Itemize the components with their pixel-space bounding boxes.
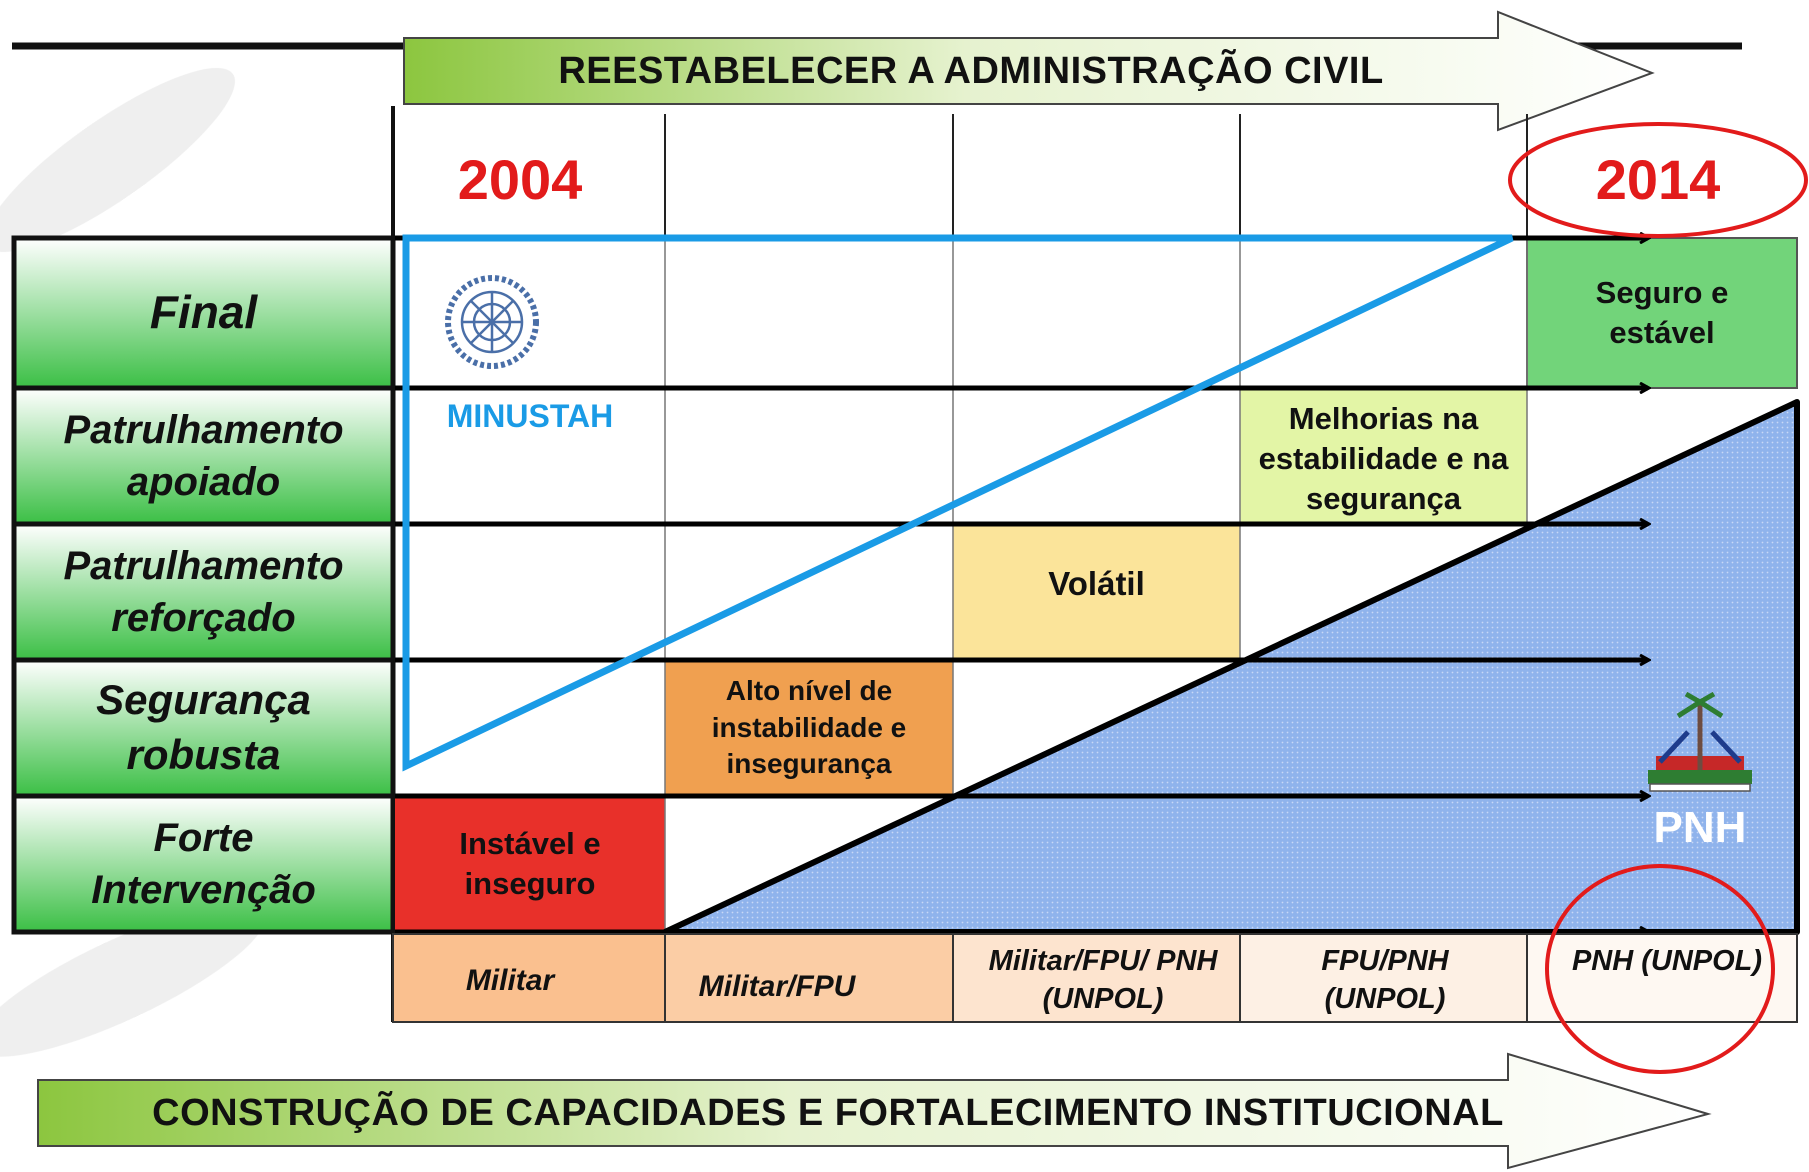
state-cell-volatil [953,524,1240,660]
row-label-forte-intervencao: Forte Intervenção [91,816,316,912]
pnh-label: PNH [1653,803,1747,853]
minustah-triangle [402,234,1514,772]
state-label-alto-nivel: Alto nível de instabilidade e inseguranç… [711,675,907,780]
force-label-militar-fpu-pnh: Militar/FPU/ PNH (UNPOL) [988,945,1218,1015]
bottom-banner-arrow [37,1052,1712,1170]
state-label-seguro: Seguro e estável [1595,274,1729,350]
state-cell-seguro [1526,237,1798,389]
row-label-patrulhamento-reforcado: Patrulhamento reforçado [63,544,344,640]
state-cell-melhorias [1240,388,1527,524]
bottom-banner-label: CONSTRUÇÃO DE CAPACIDADES E FORTALECIMEN… [152,1092,1504,1135]
state-label-melhorias: Melhorias na estabilidade e na segurança [1258,400,1509,517]
force-label-militar: Militar [465,963,555,997]
state-label-instavel: Instável e inseguro [459,825,601,901]
force-label-pnh-unpol: PNH (UNPOL) [1571,945,1763,978]
state-cell-alto-nivel [665,660,953,796]
year-start: 2004 [457,147,583,211]
force-label-militar-fpu: Militar/FPU [698,969,856,1003]
force-label-fpu-pnh: FPU/PNH (UNPOL) [1321,945,1449,1015]
state-label-volatil: Volátil [1048,564,1145,602]
row-label-column [11,235,396,935]
top-banner-label: REESTABELECER A ADMINISTRAÇÃO CIVIL [558,50,1384,93]
row-label-patrulhamento-apoiado: Patrulhamento apoiado [63,408,344,504]
state-cell-instavel [395,796,665,932]
top-banner-arrow [403,10,1655,132]
year-end: 2014 [1595,147,1721,211]
minustah-label: MINUSTAH [446,398,614,435]
highlight-pnh-unpol-ellipse [1545,864,1775,1074]
row-label-final: Final [149,286,258,339]
highlight-2014-ellipse [1508,122,1808,238]
haiti-coat-of-arms-icon [1648,691,1752,792]
un-emblem-icon [445,275,539,369]
force-row [392,933,1798,1023]
row-label-seguranca-robusta: Segurança robusta [96,676,311,778]
